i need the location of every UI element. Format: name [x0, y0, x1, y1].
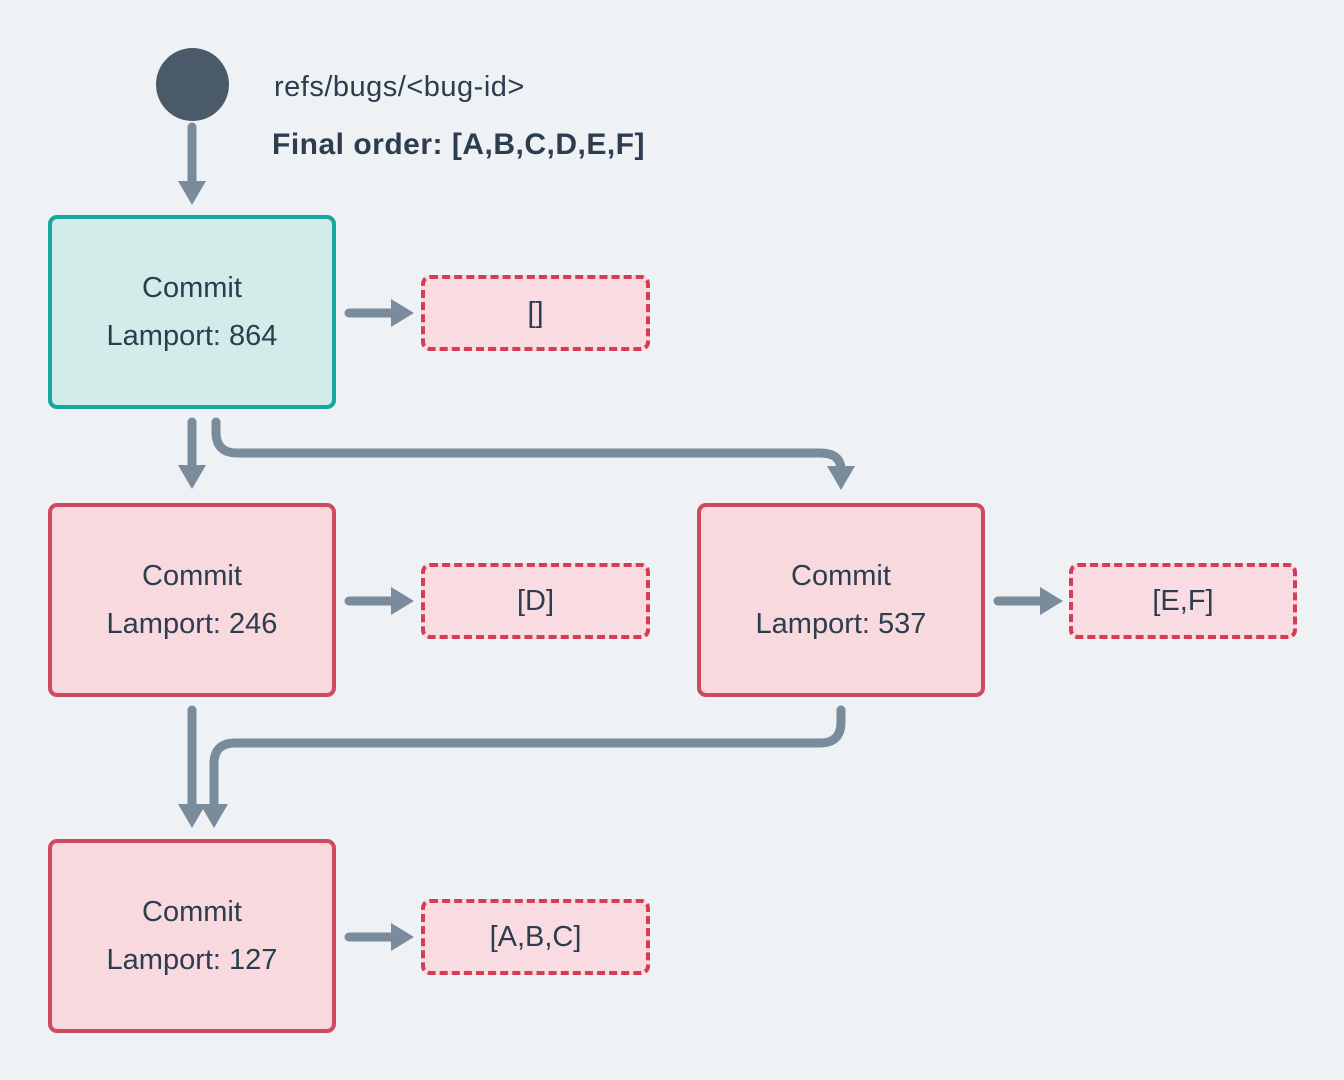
commit-lamport: Lamport: 127: [106, 944, 278, 976]
arrowhead-ref-to-864: [178, 181, 206, 205]
payload-value: []: [527, 296, 544, 329]
commit-node-246: Commit Lamport: 246: [48, 503, 336, 697]
payload-box-d: [D]: [421, 563, 650, 639]
arrowhead-537-to-payload: [1040, 587, 1063, 615]
commit-title: Commit: [142, 896, 242, 928]
payload-value: [D]: [516, 584, 555, 617]
commit-node-127: Commit Lamport: 127: [48, 839, 336, 1033]
commit-title: Commit: [142, 272, 242, 304]
arrowhead-864-to-246: [178, 465, 206, 489]
commit-lamport: Lamport: 246: [106, 608, 278, 640]
payload-value: [A,B,C]: [489, 920, 582, 953]
commit-title: Commit: [791, 560, 891, 592]
payload-box-abc: [A,B,C]: [421, 899, 650, 975]
arrowhead-246-to-127: [178, 804, 206, 828]
payload-box-empty: []: [421, 275, 650, 351]
commit-lamport: Lamport: 864: [106, 320, 278, 352]
commit-node-864: Commit Lamport: 864: [48, 215, 336, 409]
commit-node-537: Commit Lamport: 537: [697, 503, 985, 697]
arrowhead-864-to-payload: [391, 299, 414, 327]
arrowhead-127-to-payload: [391, 923, 414, 951]
payload-value: [E,F]: [1152, 584, 1214, 617]
commit-lamport: Lamport: 537: [755, 608, 927, 640]
arrowhead-864-to-537: [827, 466, 855, 490]
branch-ref-label: refs/bugs/<bug-id>: [274, 71, 525, 103]
payload-box-ef: [E,F]: [1069, 563, 1297, 639]
final-order-label: Final order: [A,B,C,D,E,F]: [272, 128, 645, 161]
arrowhead-537-to-127: [200, 804, 228, 828]
commit-title: Commit: [142, 560, 242, 592]
edge-537-to-127: [209, 705, 846, 809]
arrowhead-246-to-payload: [391, 587, 414, 615]
branch-ref-circle: [156, 48, 229, 121]
edge-864-to-537: [211, 417, 846, 475]
